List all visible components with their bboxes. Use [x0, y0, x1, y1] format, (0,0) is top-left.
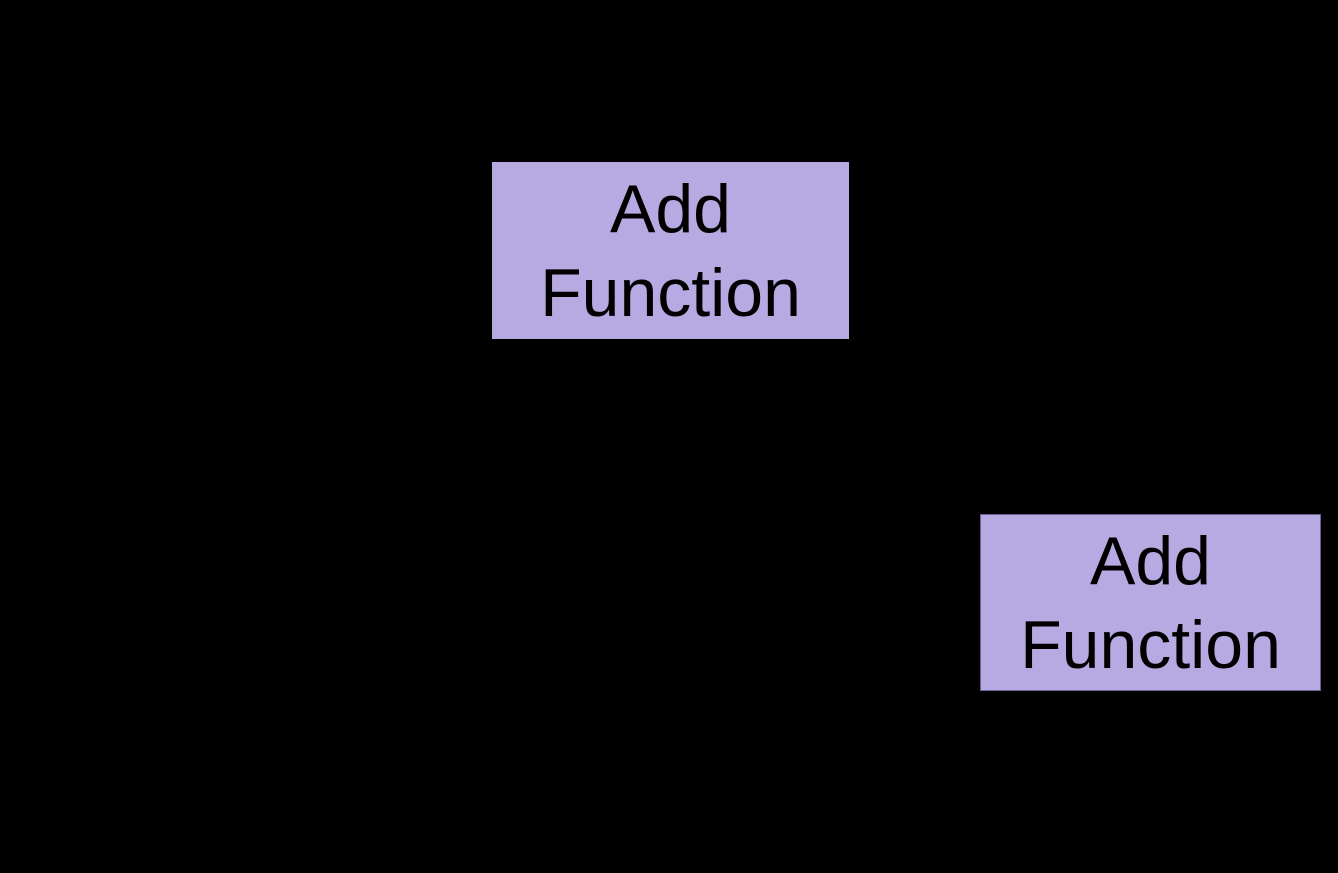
- add-function-node-2[interactable]: Add Function: [980, 514, 1321, 691]
- add-function-node-2-label: Add Function: [1020, 519, 1281, 687]
- add-function-node-1[interactable]: Add Function: [492, 162, 849, 339]
- node-label-line: Add: [610, 170, 731, 247]
- node-label-line: Function: [1020, 606, 1281, 683]
- node-label-line: Add: [1090, 522, 1211, 599]
- add-function-node-1-label: Add Function: [540, 167, 801, 335]
- node-label-line: Function: [540, 254, 801, 331]
